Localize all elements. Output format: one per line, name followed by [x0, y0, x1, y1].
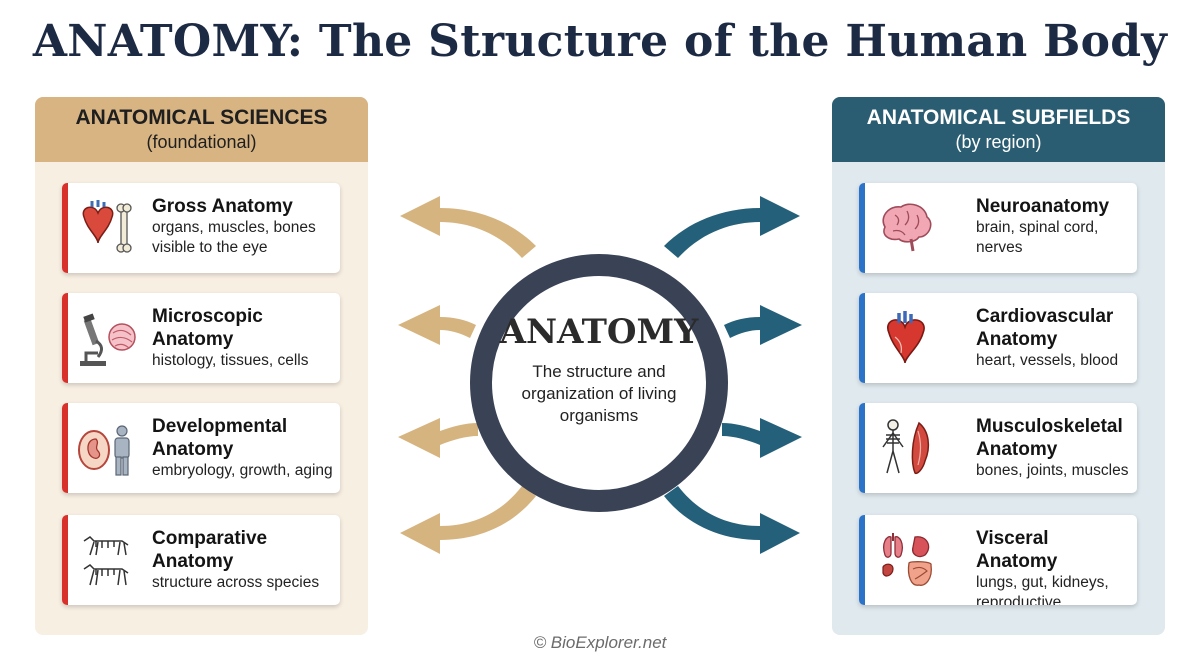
hub-description: The structure and organization of living… [521, 362, 677, 425]
card-description: brain, spinal cord, nerves [976, 219, 1099, 256]
card-accent-bar [62, 403, 68, 493]
card-visceral-anatomy[interactable]: Visceral Anatomy lungs, gut, kidneys, re… [859, 515, 1137, 605]
arrow-to-developmental-anatomy [398, 418, 478, 458]
brain-icon [882, 203, 932, 252]
card-accent-bar [62, 515, 68, 605]
arrow-to-comparative-anatomy [400, 486, 536, 554]
arrow-to-neuroanatomy [664, 196, 800, 258]
heart-icon [887, 311, 925, 364]
card-accent-bar [859, 293, 865, 383]
left-arrows [398, 196, 536, 554]
card-comparative-anatomy[interactable]: Comparative Anatomy structure across spe… [62, 515, 340, 605]
card-description: histology, tissues, cells [152, 352, 309, 369]
arrow-to-gross-anatomy [400, 196, 536, 258]
card-description: embryology, growth, aging [152, 462, 333, 479]
arrow-to-cardiovascular-anatomy [724, 305, 802, 345]
card-musculoskeletal-anatomy[interactable]: Musculoskeletal Anatomy bones, joints, m… [859, 403, 1137, 493]
card-description: heart, vessels, blood [976, 352, 1119, 369]
card-neuroanatomy[interactable]: Neuroanatomy brain, spinal cord, nerves [859, 183, 1137, 273]
card-description: bones, joints, muscles [976, 462, 1129, 479]
card-title: Comparative Anatomy [152, 528, 268, 572]
card-accent-bar [62, 293, 68, 383]
card-description: organs, muscles, bones visible to the ey… [152, 219, 316, 256]
card-accent-bar [859, 403, 865, 493]
card-title: Visceral Anatomy [976, 528, 1058, 572]
anatomy-hub-ring [470, 254, 728, 512]
anatomical-subfields-header: ANATOMICAL SUBFIELDS (by region) [832, 97, 1165, 162]
panel-subtitle: (by region) [955, 132, 1042, 152]
panel-title: ANATOMICAL SUBFIELDS [866, 106, 1131, 129]
arrow-to-microscopic-anatomy [398, 305, 476, 345]
card-title: Gross Anatomy [152, 196, 293, 217]
arrow-to-visceral-anatomy [664, 486, 800, 554]
panel-title: ANATOMICAL SCIENCES [75, 106, 328, 129]
card-title: Musculoskeletal Anatomy [976, 416, 1123, 460]
anatomical-subfields-panel: ANATOMICAL SUBFIELDS (by region) Neuroan… [832, 97, 1165, 635]
card-microscopic-anatomy[interactable]: Microscopic Anatomy histology, tissues, … [62, 293, 340, 383]
skeleton-muscle-icon [882, 419, 930, 475]
panel-subtitle: (foundational) [146, 132, 257, 152]
anatomical-sciences-panel: ANATOMICAL SCIENCES (foundational) Gross… [35, 97, 368, 635]
card-accent-bar [62, 183, 68, 273]
anatomical-sciences-header: ANATOMICAL SCIENCES (foundational) [35, 97, 368, 162]
embryo-person-icon [78, 425, 130, 476]
card-accent-bar [859, 515, 865, 605]
page-title: ANATOMY: The Structure of the Human Body [32, 16, 1168, 67]
copyright-footer: © BioExplorer.net [533, 633, 667, 652]
card-title: Cardiovascular Anatomy [976, 306, 1114, 350]
arrow-to-musculoskeletal-anatomy [722, 418, 802, 458]
right-arrows [664, 196, 802, 554]
card-title: Microscopic Anatomy [152, 306, 263, 350]
animal-skeleton-icon [83, 536, 129, 586]
hub-title: ANATOMY [499, 312, 699, 352]
microscope-cell-icon [80, 313, 136, 366]
organs-icon [882, 533, 932, 586]
card-gross-anatomy[interactable]: Gross Anatomy organs, muscles, bones vis… [62, 183, 340, 273]
card-title: Developmental Anatomy [152, 416, 288, 460]
card-cardiovascular-anatomy[interactable]: Cardiovascular Anatomy heart, vessels, b… [859, 293, 1137, 383]
card-developmental-anatomy[interactable]: Developmental Anatomy embryology, growth… [62, 403, 340, 493]
heart-bone-icon [82, 200, 132, 253]
card-description: lungs, gut, kidneys, reproductive [976, 574, 1109, 605]
card-description: structure across species [152, 574, 320, 591]
card-title: Neuroanatomy [976, 196, 1110, 217]
card-accent-bar [859, 183, 865, 273]
